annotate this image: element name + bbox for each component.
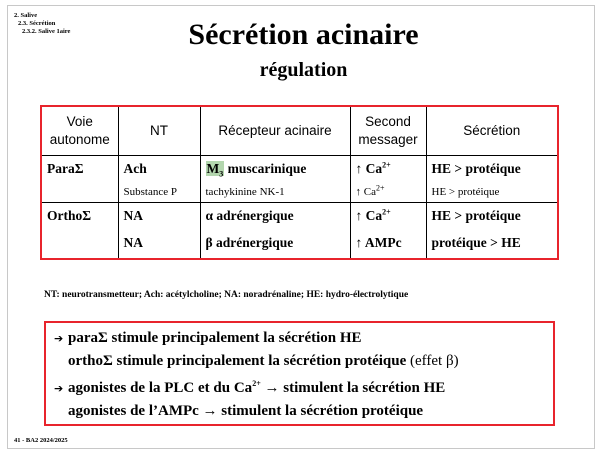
slide-frame bbox=[7, 5, 595, 449]
breadcrumb-level-1: 2. Salive bbox=[14, 12, 38, 19]
cell-nt: Ach bbox=[118, 155, 201, 181]
slide-title: Sécrétion acinaire bbox=[188, 18, 419, 51]
table-row: NA β adrénergique ↑ AMPc protéique > HE bbox=[41, 228, 558, 259]
header-nt: NT bbox=[118, 106, 201, 156]
highlight-m3: M3 bbox=[205, 160, 225, 179]
ortho-label-cont bbox=[41, 228, 119, 259]
right-arrow-icon: ➔ bbox=[54, 332, 64, 345]
table-row: ParaΣ Ach M3 muscarinique ↑ Ca2+ HE > pr… bbox=[41, 155, 558, 181]
para-label: ParaΣ bbox=[41, 155, 119, 181]
cell-second-messager: ↑ AMPc bbox=[350, 228, 427, 259]
cell-second-messager: ↑ Ca2+ bbox=[350, 202, 427, 228]
cell-nt: NA bbox=[118, 228, 201, 259]
ortho-label: OrthoΣ bbox=[41, 202, 119, 228]
cell-recepteur: tachykinine NK-1 bbox=[200, 181, 351, 203]
cell-secretion: HE > protéique bbox=[431, 207, 521, 223]
cell-nt: NA bbox=[118, 202, 201, 228]
breadcrumb-level-2: 2.3. Sécrétion bbox=[18, 20, 56, 27]
table-row: OrthoΣ NA α adrénergique ↑ Ca2+ HE > pro… bbox=[41, 202, 558, 228]
abbreviations-footnote: NT: neurotransmetteur; Ach: acétylcholin… bbox=[44, 290, 409, 300]
right-arrow-icon: ➔ bbox=[54, 382, 64, 395]
cell-second-messager: ↑ Ca2+ bbox=[350, 181, 427, 203]
slide-footer: 41 - BA2 2024/2025 bbox=[14, 437, 68, 444]
cell-secretion: HE > protéique bbox=[431, 160, 521, 176]
summary-line-2: orthoΣ stimule principalement la sécréti… bbox=[68, 353, 459, 369]
slide-subtitle: régulation bbox=[259, 59, 348, 81]
cell-second-messager: ↑ Ca2+ bbox=[350, 155, 427, 181]
cell-nt: Substance P bbox=[118, 181, 201, 203]
summary-line-1: ➔paraΣ stimule principalement la sécréti… bbox=[54, 330, 362, 346]
breadcrumb: 2. Salive 2.3. Sécrétion 2.3.2. Salive 1… bbox=[14, 12, 70, 36]
para-label-cont bbox=[41, 181, 119, 203]
table-row: Substance P tachykinine NK-1 ↑ Ca2+ HE >… bbox=[41, 181, 558, 203]
header-secretion: Sécrétion bbox=[426, 106, 558, 156]
cell-secretion: protéique > HE bbox=[431, 235, 521, 250]
summary-line-3: ➔agonistes de la PLC et du Ca2+ → stimul… bbox=[54, 379, 446, 397]
header-recepteur: Récepteur acinaire bbox=[200, 106, 351, 156]
summary-box: ➔paraΣ stimule principalement la sécréti… bbox=[44, 321, 555, 426]
cell-recepteur: β adrénergique bbox=[200, 228, 351, 259]
cell-secretion: HE > protéique bbox=[426, 181, 558, 203]
cell-recepteur: α adrénergique bbox=[200, 202, 351, 228]
cell-recepteur: M3 muscarinique bbox=[200, 155, 351, 181]
breadcrumb-level-3: 2.3.2. Salive 1aire bbox=[22, 28, 71, 35]
summary-line-4: agonistes de l’AMPc → stimulent la sécré… bbox=[68, 403, 424, 419]
